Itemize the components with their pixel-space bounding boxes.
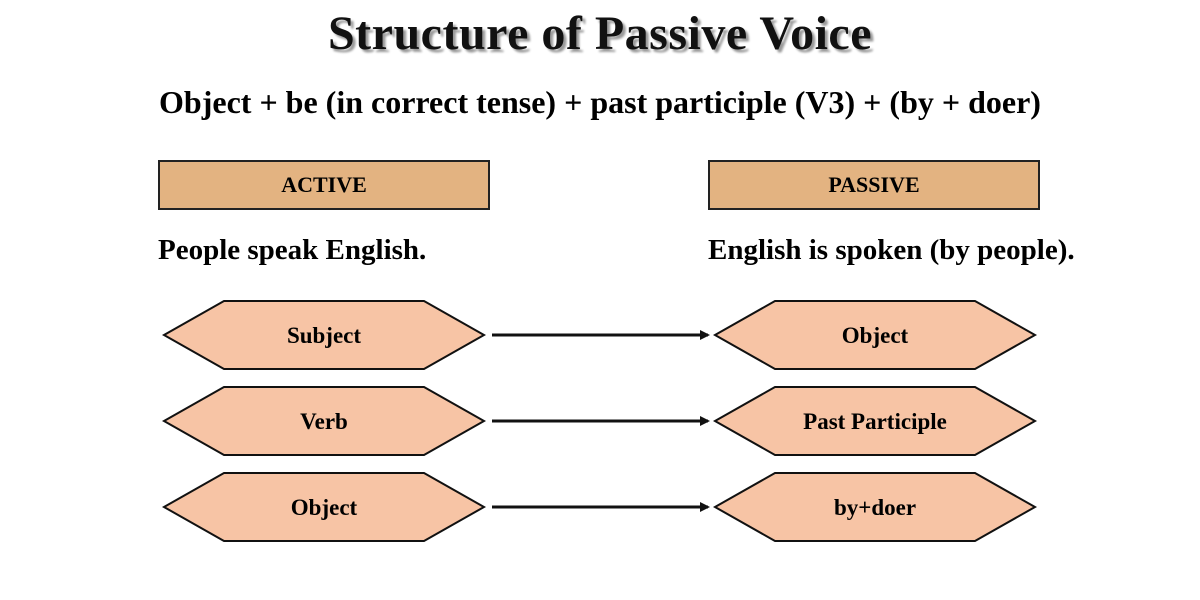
passive-node-0-label: Object xyxy=(842,323,909,348)
active-node-0-hexagon xyxy=(161,300,487,370)
passive-formula: Object + be (in correct tense) + past pa… xyxy=(159,84,1041,120)
passive-node-1-label: Past Participle xyxy=(803,409,947,434)
passive-node-0-hexagon xyxy=(712,300,1038,370)
active-node-1-label: Verb xyxy=(300,409,348,434)
active-node-2-label: Object xyxy=(291,495,358,520)
active-header-box: ACTIVE xyxy=(158,160,490,210)
active-node-2-hexagon xyxy=(161,472,487,542)
active-node-0-label: Subject xyxy=(287,323,361,348)
passive-header-box: PASSIVE xyxy=(708,160,1040,210)
page-title: Structure of Passive Voice xyxy=(327,7,873,60)
active-header-label: ACTIVE xyxy=(281,172,367,197)
passive-node-2-hexagon xyxy=(712,472,1038,542)
active-node-1-hexagon xyxy=(161,386,487,456)
passive-header-label: PASSIVE xyxy=(828,172,920,197)
passive-node-1-hexagon xyxy=(712,386,1038,456)
active-example-sentence: People speak English. xyxy=(158,234,427,266)
passive-node-2-label: by+doer xyxy=(834,495,916,520)
passive-example-sentence: English is spoken (by people). xyxy=(708,234,1075,266)
